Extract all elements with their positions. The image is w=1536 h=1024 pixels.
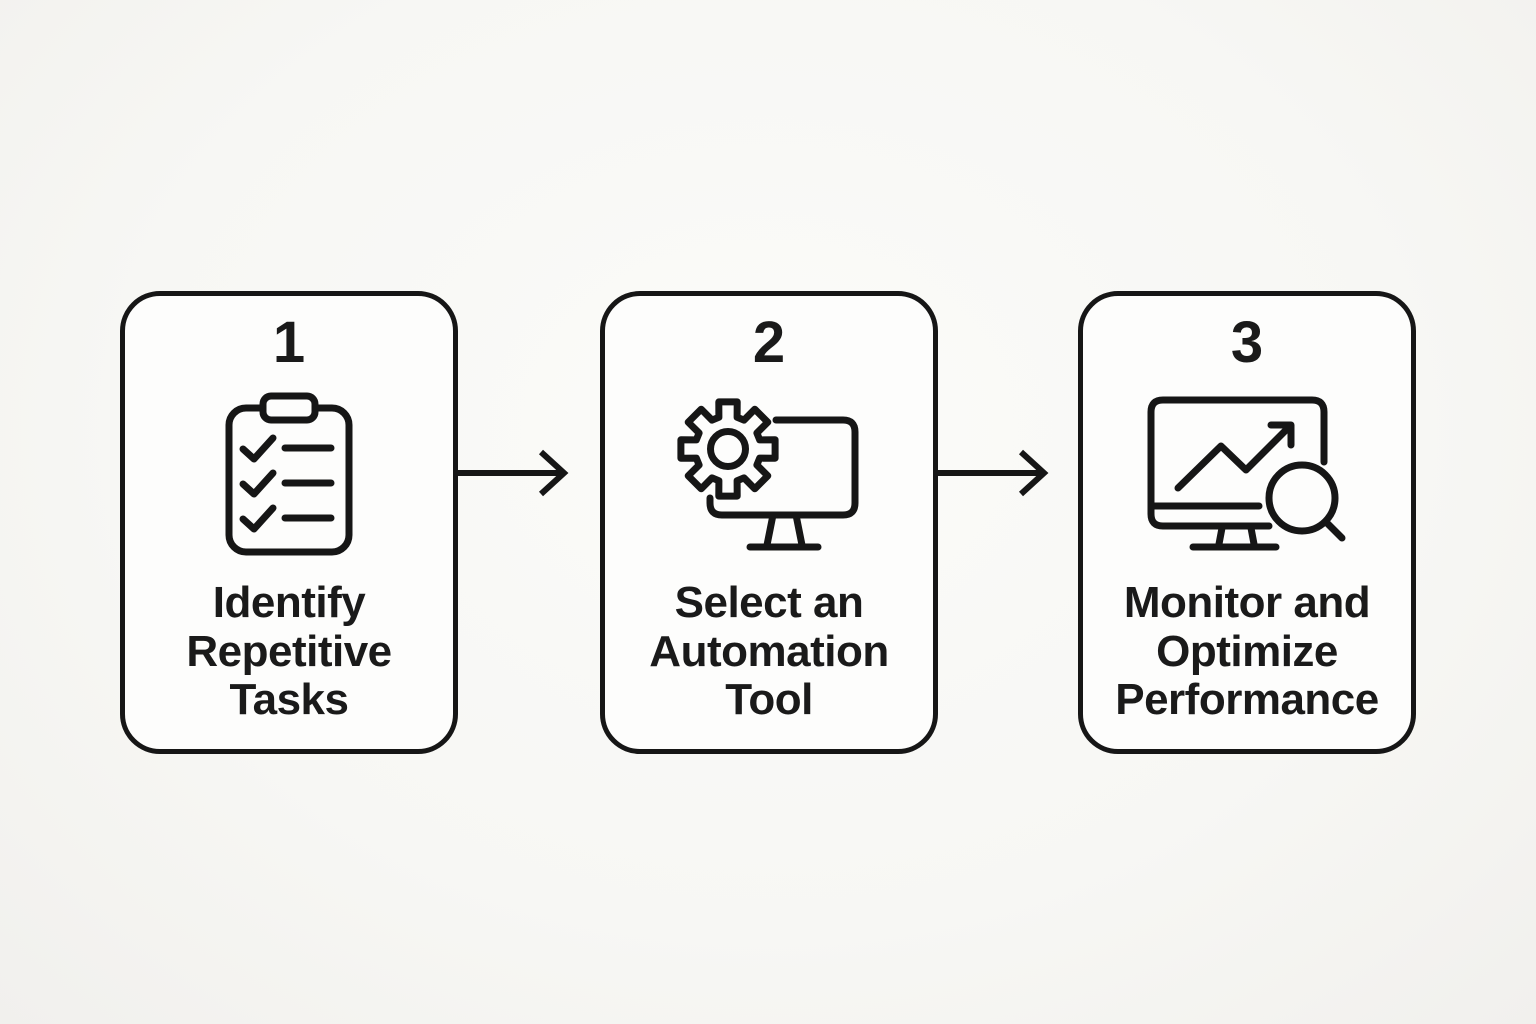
step-label-2-line-1: Select an <box>674 577 864 627</box>
step-label-1-line-2: Repetitive <box>186 626 392 676</box>
step-label-2-line-2: Automation <box>649 626 889 676</box>
arrow-right-icon <box>458 449 569 497</box>
step-label-3-line-3: Performance <box>1115 675 1379 725</box>
gear-monitor-icon <box>675 389 863 559</box>
arrow-right-icon <box>938 449 1049 497</box>
step-label-3-line-2: Optimize <box>1156 626 1338 676</box>
step-number-2: 2 <box>752 310 786 375</box>
step-card-1: 1 Identify Repetitive Tasks <box>120 291 458 754</box>
step-label-2: Select an Automation Tool <box>649 577 889 725</box>
monitor-chart-magnifier-icon <box>1147 389 1347 559</box>
step-card-2: 2 Select an Automation Tool <box>600 291 938 754</box>
clipboard-checklist-icon <box>225 389 353 559</box>
step-label-3-line-1: Monitor and <box>1123 577 1371 627</box>
step-label-2-line-3: Tool <box>725 675 813 725</box>
step-label-3: Monitor and Optimize Performance <box>1115 577 1379 725</box>
step-label-1-line-3: Tasks <box>229 675 349 725</box>
step-number-3: 3 <box>1230 310 1264 375</box>
step-label-1: Identify Repetitive Tasks <box>186 577 392 725</box>
step-card-3: 3 Monitor and Optimize Perf <box>1078 291 1416 754</box>
step-number-1: 1 <box>272 310 306 375</box>
step-label-1-line-1: Identify <box>212 577 366 627</box>
